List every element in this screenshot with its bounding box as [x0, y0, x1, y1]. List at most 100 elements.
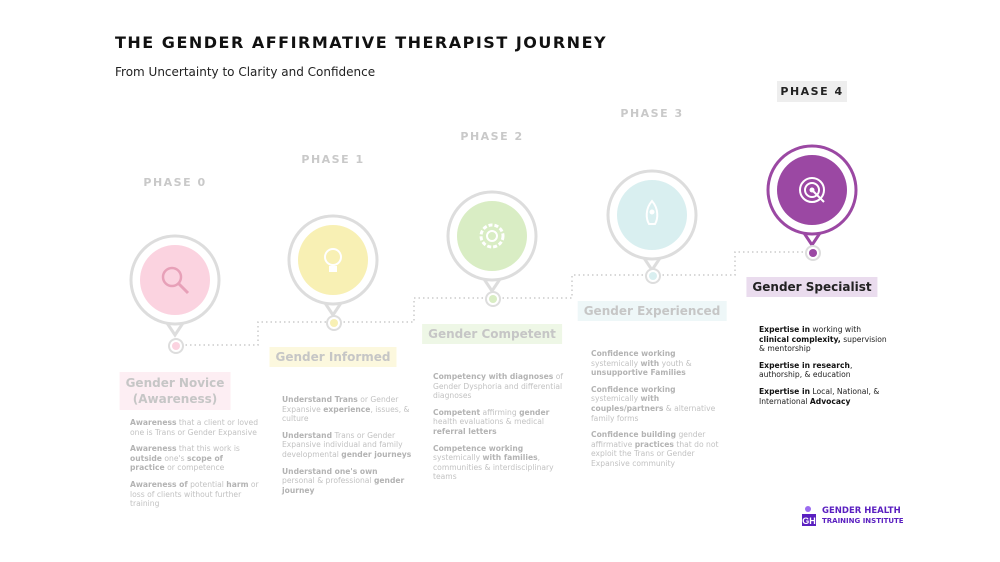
- competency-item: Understand Trans or Gender Expansive ind…: [282, 431, 412, 460]
- timeline-dot: [485, 291, 501, 307]
- bold-text: harm: [226, 479, 249, 489]
- stage-title: Gender Novice (Awareness): [119, 372, 231, 410]
- bold-text: Expertise in research: [759, 360, 850, 370]
- gear-icon: [479, 223, 505, 249]
- bold-text: with families: [482, 453, 538, 463]
- logo-line2: TRAINING INSTITUTE: [822, 517, 904, 525]
- stage-title: Gender Experienced: [577, 301, 727, 321]
- text: that do not exploit the Trans or Gender …: [591, 439, 719, 468]
- bold-text: with couples/partners: [591, 394, 664, 413]
- bold-text: Confidence working: [591, 384, 676, 394]
- phase-bubble: [120, 225, 230, 355]
- bold-text: gender journeys: [341, 449, 412, 459]
- text: working with: [809, 325, 862, 334]
- bold-text: scope of practice: [130, 453, 223, 473]
- text: that a client or loved one is Trans or G…: [130, 418, 259, 437]
- text: personal & professional: [282, 476, 374, 486]
- text: that this work is: [176, 444, 240, 454]
- text: affirming: [480, 407, 520, 417]
- text: health evaluations & medical: [433, 417, 545, 427]
- timeline-dot: [645, 268, 661, 284]
- bold-text: unsupportive Families: [591, 368, 686, 378]
- bold-text: with: [640, 358, 660, 368]
- text: systemically: [591, 358, 641, 368]
- stage-description: Confidence working systemically with you…: [591, 349, 721, 476]
- phase-label: PHASE 4: [777, 81, 847, 102]
- bold-text: experience: [323, 404, 371, 414]
- bold-text: practices: [634, 439, 674, 449]
- stage-title: Gender Competent: [422, 324, 562, 344]
- phase-label: PHASE 2: [460, 130, 524, 143]
- competency-item: Competence working systemically with fam…: [433, 444, 563, 482]
- bold-text: Competence working: [433, 443, 524, 453]
- magnifier-icon: [161, 266, 190, 295]
- competency-item: Understand one's own personal & professi…: [282, 467, 412, 496]
- timeline-dot: [805, 245, 821, 261]
- text: or competence: [164, 463, 225, 473]
- logo-line1: GENDER HEALTH: [822, 506, 901, 516]
- phase-bubble: [278, 205, 388, 335]
- competency-item: Awareness that this work is outside one'…: [130, 444, 260, 473]
- stage-description: Awareness that a client or loved one is …: [130, 418, 260, 516]
- text: one's: [161, 453, 187, 463]
- phase-label: PHASE 3: [620, 107, 684, 120]
- bold-text: gender journey: [282, 476, 405, 495]
- target-icon: [799, 177, 825, 203]
- competency-item: Awareness of potential harm or loss of c…: [130, 480, 260, 509]
- competency-item: Confidence working systemically with you…: [591, 349, 721, 378]
- competency-item: Expertise in working with clinical compl…: [759, 325, 889, 354]
- text: systemically: [433, 453, 483, 463]
- text: of Gender Dysphoria and differential dia…: [433, 372, 564, 401]
- bold-text: referral letters: [433, 426, 497, 436]
- phase-label: PHASE 0: [143, 176, 207, 189]
- bold-text: Expertise in: [759, 386, 810, 396]
- stage-title: Gender Specialist: [746, 277, 878, 297]
- competency-item: Awareness that a client or loved one is …: [130, 418, 260, 437]
- competency-item: Expertise in Local, National, & Internat…: [759, 387, 889, 406]
- text: potential: [187, 479, 227, 489]
- bold-text: Awareness of: [130, 479, 188, 489]
- stage-description: Competency with diagnoses of Gender Dysp…: [433, 372, 563, 489]
- logo-icon: GH: [802, 506, 816, 526]
- bold-text: Advocacy: [809, 396, 851, 406]
- bold-text: Competency with diagnoses: [433, 372, 554, 381]
- competency-item: Competent affirming gender health evalua…: [433, 408, 563, 437]
- bold-text: gender: [519, 407, 550, 417]
- text: or loss of clients without further train…: [130, 479, 259, 509]
- bold-text: Confidence working: [591, 349, 676, 358]
- text: Trans or Gender Expansive individual and…: [282, 430, 403, 459]
- phase-bubble: [757, 135, 867, 265]
- page-subtitle: From Uncertainty to Clarity and Confiden…: [115, 65, 376, 79]
- timeline-dot: [168, 338, 184, 354]
- stage-title: Gender Informed: [269, 347, 397, 367]
- competency-item: Confidence building gender affirmative p…: [591, 430, 721, 468]
- lightbulb-icon: [324, 248, 342, 272]
- bold-text: clinical complexity,: [759, 334, 841, 344]
- bold-text: Awareness: [130, 418, 177, 427]
- svg-text:GH: GH: [802, 516, 816, 526]
- text: , issues, & culture: [282, 404, 410, 424]
- text: gender affirmative: [591, 430, 706, 449]
- bold-text: Confidence building: [591, 430, 677, 440]
- competency-item: Confidence working systemically with cou…: [591, 385, 721, 423]
- competency-item: Understand Trans or Gender Expansive exp…: [282, 395, 412, 424]
- phase-bubble: [597, 160, 707, 290]
- stage-description: Understand Trans or Gender Expansive exp…: [282, 395, 412, 502]
- bold-text: Awareness: [130, 444, 177, 454]
- text: , authorship, & education: [759, 360, 853, 380]
- text: or Gender Expansive: [282, 395, 399, 414]
- text: youth &: [659, 358, 692, 368]
- stage-description: Expertise in working with clinical compl…: [759, 325, 889, 413]
- bold-text: Competent: [433, 407, 481, 417]
- phase-label: PHASE 1: [301, 153, 365, 166]
- bold-text: Understand: [282, 430, 333, 440]
- bold-text: Understand one's own: [282, 466, 378, 476]
- text: Local, National, & International: [759, 386, 880, 406]
- text: , communities & interdisciplinary teams: [433, 453, 554, 482]
- phase-bubble: [437, 181, 547, 311]
- bold-text: Understand Trans: [282, 395, 358, 404]
- text: & alternative family forms: [591, 403, 716, 423]
- competency-item: Expertise in research, authorship, & edu…: [759, 361, 889, 380]
